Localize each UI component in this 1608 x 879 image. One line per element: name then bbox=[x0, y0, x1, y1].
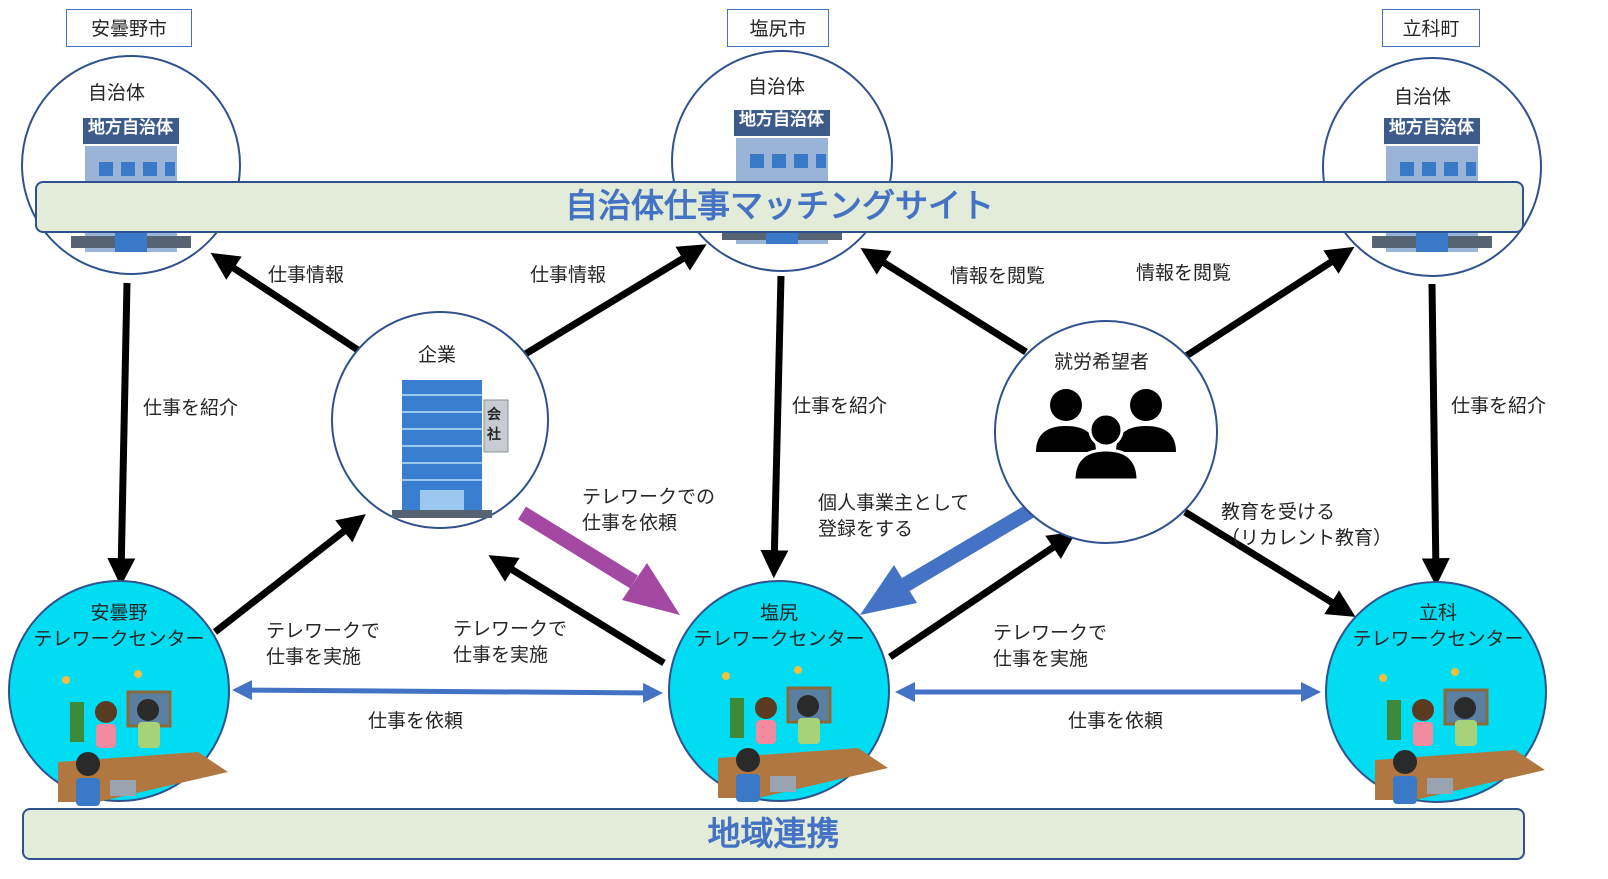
city-azumino: 安曇野市 bbox=[66, 9, 192, 47]
job-seekers-circle bbox=[994, 320, 1218, 544]
edge-view-info-1: 情報を閲覧 bbox=[950, 265, 1046, 287]
arrow-shiojiri-center-to-company bbox=[488, 555, 666, 666]
edge-introduce-shiojiri: 仕事を紹介 bbox=[792, 395, 888, 417]
arrow-azumino-center-to-company bbox=[212, 514, 366, 635]
edge-job-info-1: 仕事情報 bbox=[268, 264, 345, 286]
city-shiojiri: 塩尻市 bbox=[727, 9, 829, 47]
arrow-intro-shiojiri bbox=[760, 275, 789, 579]
company-sign-1: 会 bbox=[487, 407, 501, 423]
arrow-request-left bbox=[232, 680, 663, 703]
center-circle-azumino bbox=[8, 580, 230, 808]
gov-sign-shiojiri: 地方自治体 bbox=[739, 110, 824, 130]
arrow-education bbox=[1183, 509, 1356, 617]
center-label-tateshina: 立科 テレワークセンター bbox=[1352, 602, 1524, 650]
arrow-intro-tateshina bbox=[1421, 283, 1450, 587]
gov-label-azumino: 自治体 bbox=[88, 82, 146, 104]
center-label-azumino: 安曇野 テレワークセンター bbox=[33, 602, 205, 650]
edge-introduce-tateshina: 仕事を紹介 bbox=[1451, 395, 1547, 417]
center-label-shiojiri: 塩尻 テレワークセンター bbox=[693, 602, 865, 650]
edge-request-job-1: 仕事を依頼 bbox=[368, 710, 464, 732]
edge-telework-do-3: テレワークで 仕事を実施 bbox=[993, 622, 1108, 670]
center-circle-shiojiri bbox=[668, 580, 890, 804]
gov-label-shiojiri: 自治体 bbox=[748, 76, 806, 98]
center-circle-tateshina bbox=[1325, 581, 1547, 806]
gov-label-tateshina: 自治体 bbox=[1394, 86, 1452, 108]
job-seekers-label: 就労希望者 bbox=[1054, 351, 1150, 373]
regional-cooperation-band: 地域連携 bbox=[22, 808, 1525, 860]
edge-register-sole: 個人事業主として 登録をする bbox=[818, 492, 970, 540]
edge-telework-do-1: テレワークで 仕事を実施 bbox=[266, 620, 381, 668]
city-tateshina: 立科町 bbox=[1382, 9, 1480, 47]
arrow-company-to-azumino-gov bbox=[210, 252, 366, 357]
edge-telework-do-2: テレワークで 仕事を実施 bbox=[453, 618, 568, 666]
edge-telework-request: テレワークでの 仕事を依頼 bbox=[582, 486, 716, 534]
edge-introduce-azumino: 仕事を紹介 bbox=[143, 397, 239, 419]
arrow-center-to-seekers bbox=[888, 531, 1077, 660]
edge-education: 教育を受ける （リカレント教育） bbox=[1221, 501, 1393, 549]
gov-sign-azumino: 地方自治体 bbox=[88, 118, 173, 138]
edge-job-info-2: 仕事情報 bbox=[530, 264, 607, 286]
arrow-company-to-shiojiri-gov bbox=[520, 244, 707, 359]
matching-site-band: 自治体仕事マッチングサイト bbox=[35, 181, 1524, 233]
arrow-telework-request bbox=[622, 563, 680, 615]
arrow-register-sole bbox=[860, 565, 917, 615]
arrow-intro-azumino bbox=[107, 282, 136, 587]
company-label: 企業 bbox=[418, 344, 457, 366]
edge-view-info-2: 情報を閲覧 bbox=[1136, 262, 1232, 284]
edge-request-job-2: 仕事を依頼 bbox=[1068, 710, 1164, 732]
arrow-seekers-to-tateshina-gov bbox=[1184, 246, 1355, 359]
company-sign-2: 社 bbox=[487, 427, 501, 443]
arrow-seekers-to-shiojiri-gov bbox=[860, 248, 1028, 355]
gov-sign-tateshina: 地方自治体 bbox=[1389, 118, 1474, 138]
people-group-icon bbox=[1036, 389, 1176, 482]
company-circle bbox=[331, 311, 549, 529]
